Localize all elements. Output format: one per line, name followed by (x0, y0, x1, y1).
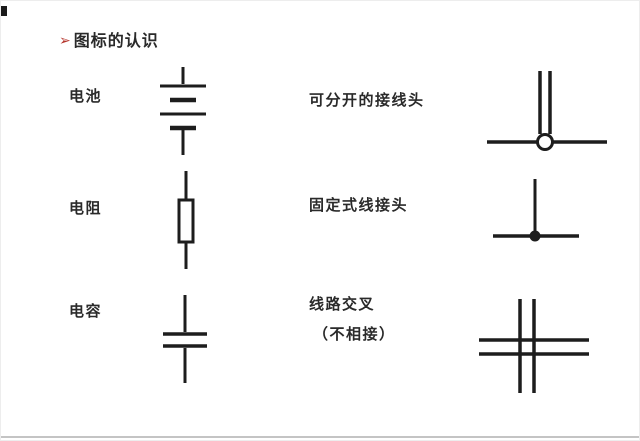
resistor-icon (177, 171, 195, 269)
battery-icon (160, 67, 206, 155)
page-title: 图标的认识 (73, 33, 159, 50)
capacitor-icon (163, 295, 207, 383)
page-title-row: ➢ 图标的认识 (59, 27, 159, 51)
fixed-junction-icon (493, 179, 579, 242)
arrow-bullet-icon: ➢ (59, 32, 71, 48)
resistor-label: 电阻 (69, 200, 103, 217)
crossing-lines-label: 线路交叉 (309, 296, 376, 313)
bottom-divider (1, 436, 639, 438)
separable-junction-label: 可分开的接线头 (309, 92, 425, 109)
fixed-junction-label: 固定式线接头 (309, 197, 409, 214)
battery-label: 电池 (69, 88, 103, 105)
separable-junction-icon (487, 71, 607, 151)
scan-artifact-mark (1, 6, 7, 16)
crossing-lines-note: （不相接） (313, 326, 396, 343)
capacitor-label: 电容 (69, 303, 103, 320)
crossing-lines-icon (479, 299, 589, 393)
